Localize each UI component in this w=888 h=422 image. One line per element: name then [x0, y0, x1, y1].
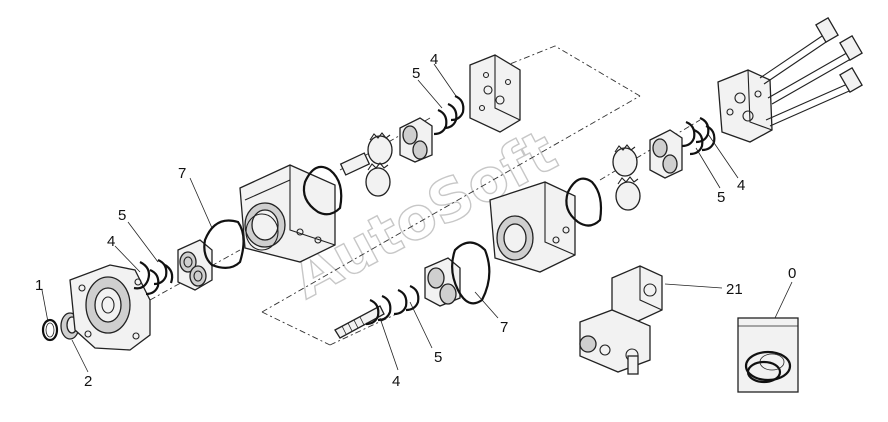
o-ring-left — [203, 219, 245, 269]
front-flange-part — [69, 264, 151, 351]
seal-kit-bag — [737, 317, 799, 393]
callout-4-upper: 4 — [430, 51, 438, 68]
intermediate-plate — [469, 54, 521, 133]
callout-5-upper: 5 — [412, 65, 420, 82]
leader-lines — [41, 63, 793, 373]
gear-set-upper — [339, 132, 393, 197]
callout-21: 21 — [726, 281, 743, 298]
rear-bushing-upper — [399, 117, 433, 163]
callout-4-left: 4 — [107, 233, 115, 250]
callout-5-left: 5 — [118, 207, 126, 224]
callout-5-right: 5 — [717, 189, 725, 206]
callout-7-left: 7 — [178, 165, 186, 182]
gear-set-right — [612, 144, 641, 211]
rear-cover-with-bolts — [717, 16, 863, 143]
front-bushing-block — [177, 239, 213, 291]
pump-body-left — [239, 164, 336, 263]
drive-shaft-lower — [334, 305, 385, 339]
retaining-rings-left — [133, 258, 174, 296]
callout-2: 2 — [84, 373, 92, 390]
o-ring-left-body — [302, 165, 343, 216]
callout-4-right: 4 — [737, 177, 745, 194]
callout-5-lower: 5 — [434, 349, 442, 366]
callout-4-lower: 4 — [392, 373, 400, 390]
pump-body-right — [489, 181, 576, 273]
valve-assembly-part — [579, 265, 663, 375]
callout-7-lower: 7 — [500, 319, 508, 336]
retaining-rings-lower — [365, 284, 420, 326]
callout-0: 0 — [788, 265, 796, 282]
callout-labels: 1 2 4 5 7 5 4 4 5 7 5 4 21 0 — [35, 51, 796, 390]
retaining-rings-upper — [433, 94, 465, 136]
callout-1: 1 — [35, 277, 43, 294]
right-bushing-block — [649, 129, 683, 179]
o-ring-right-body — [565, 177, 603, 227]
snap-ring-part — [41, 318, 59, 342]
